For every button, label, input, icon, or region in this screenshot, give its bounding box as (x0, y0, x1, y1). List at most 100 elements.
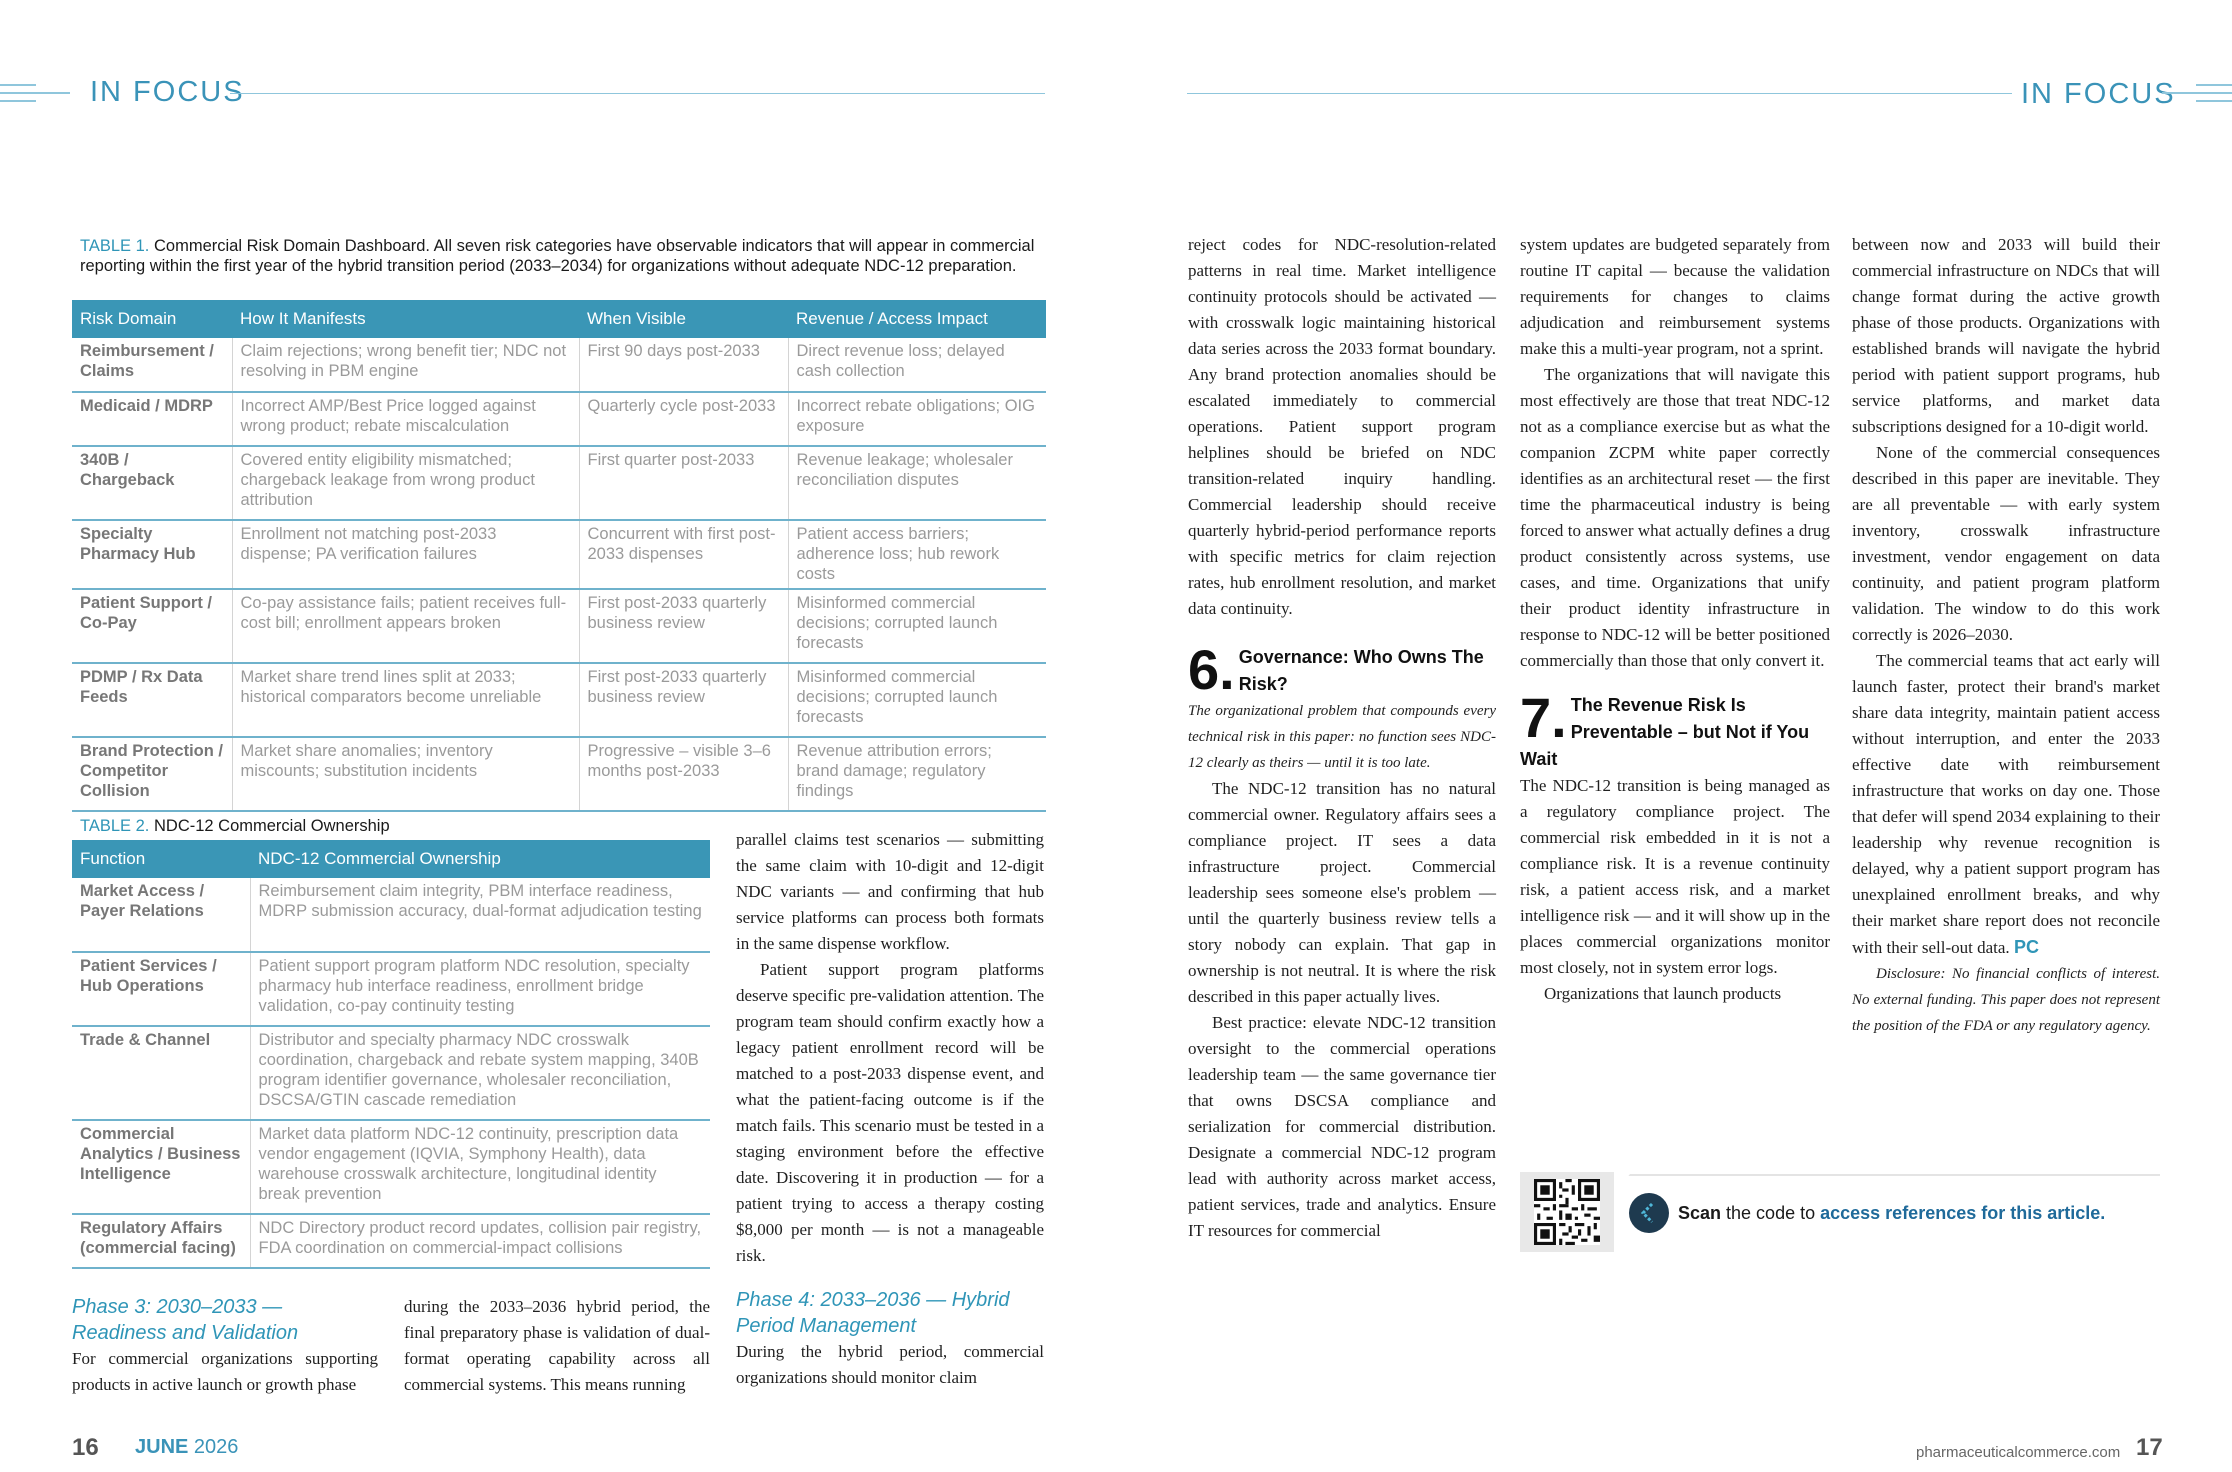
table2-caption-text: NDC-12 Commercial Ownership (154, 817, 390, 835)
table-cell: Incorrect rebate obligations; OIG exposu… (788, 392, 1046, 447)
section-title-left: IN FOCUS (84, 76, 251, 109)
table-cell: Market data platform NDC-12 continuity, … (250, 1120, 710, 1215)
table-header-cell: Revenue / Access Impact (788, 300, 1046, 338)
issue-date: JUNE 2026 (135, 1436, 238, 1459)
section-7-heading: 7. The Revenue Risk Is Preventable – but… (1520, 686, 1830, 773)
table2-label: TABLE 2. (80, 817, 150, 835)
body-paragraph: Organizations that launch products (1544, 984, 1782, 1003)
table-cell: Direct revenue loss; delayed cash collec… (788, 338, 1046, 393)
table-cell: Market share trend lines split at 2033; … (232, 663, 580, 738)
right-column-2: system updates are budgeted separately f… (1520, 232, 1830, 1007)
issue-month: JUNE (135, 1436, 189, 1458)
section-title: Governance: Who Owns The Risk? (1238, 647, 1484, 694)
header-rule (230, 93, 1045, 94)
table1-caption: TABLE 1. Commercial Risk Domain Dashboar… (80, 236, 1040, 276)
table-cell: NDC Directory product record updates, co… (250, 1214, 710, 1269)
body-paragraph: The commercial teams that act early will… (1852, 648, 2160, 961)
header-dash (0, 92, 70, 94)
references-link[interactable]: access references for this article. (1820, 1203, 2106, 1223)
body-paragraph: parallel claims test scenarios — submitt… (736, 830, 1044, 953)
qr-code-icon[interactable] (1534, 1179, 1600, 1245)
left-column-3: parallel claims test scenarios — submitt… (736, 827, 1044, 1391)
section-title-right: IN FOCUS (2015, 78, 2182, 111)
body-paragraph: between now and 2033 will build their co… (1852, 235, 2160, 436)
table-cell: First post-2033 quarterly business revie… (579, 589, 789, 664)
table-cell: Patient support program platform NDC res… (250, 952, 710, 1027)
right-column-1: reject codes for NDC-resolution-related … (1188, 232, 1496, 1244)
left-column-2: during the 2033–2036 hybrid period, the … (404, 1294, 710, 1398)
table1-caption-text: Commercial Risk Domain Dashboard. All se… (80, 237, 1035, 275)
table-cell: First quarter post-2033 (579, 446, 789, 521)
qr-panel-corner (1614, 1174, 1630, 1194)
table-cell: Concurrent with first post-2033 dispense… (579, 520, 789, 590)
table-cell: Progressive – visible 3–6 months post-20… (579, 737, 789, 812)
table-cell: First post-2033 quarterly business revie… (579, 663, 789, 738)
table-header-cell: Risk Domain (72, 300, 232, 338)
table-row: Commercial Analytics / Business Intellig… (72, 1120, 710, 1215)
section-deck: The organizational problem that compound… (1188, 703, 1496, 771)
table-cell: Revenue leakage; wholesaler reconciliati… (788, 446, 1046, 521)
site-url[interactable]: pharmaceuticalcommerce.com (1916, 1444, 2121, 1461)
section-number: 6. (1188, 638, 1235, 701)
table-cell: Claim rejections; wrong benefit tier; ND… (232, 338, 580, 393)
table-cell: Distributor and specialty pharmacy NDC c… (250, 1026, 710, 1121)
body-paragraph: reject codes for NDC-resolution-related … (1188, 235, 1496, 618)
table2-caption: TABLE 2. NDC-12 Commercial Ownership (80, 816, 720, 836)
section-number: 7. (1520, 686, 1567, 749)
body-paragraph: system updates are budgeted separately f… (1520, 235, 1830, 358)
table-cell: PDMP / Rx Data Feeds (72, 663, 233, 738)
table-cell: Brand Protection / Competitor Collision (72, 737, 233, 812)
table-row: 340B / Chargeback Covered entity eligibi… (72, 446, 1046, 521)
table-cell: Patient Services / Hub Operations (72, 952, 251, 1027)
body-paragraph: during the 2033–2036 hybrid period, the … (404, 1297, 710, 1394)
header-dash (2196, 100, 2232, 102)
table-header-cell: Function (72, 840, 250, 878)
phase3-heading-line2: Readiness and Validation (72, 1322, 299, 1344)
table-row: Patient Support / Co-Pay Co-pay assistan… (72, 589, 1046, 664)
table-header-cell: NDC-12 Commercial Ownership (250, 840, 710, 878)
table-header-cell: How It Manifests (232, 300, 579, 338)
table-cell: Patient Support / Co-Pay (72, 589, 233, 664)
body-paragraph: During the hybrid period, commercial org… (736, 1342, 1044, 1387)
phase3-column: Phase 3: 2030–2033 — Readiness and Valid… (72, 1294, 378, 1398)
page-number-left: 16 (72, 1434, 99, 1461)
phase3-heading-line1: Phase 3: 2030–2033 — (72, 1296, 283, 1318)
right-column-3: between now and 2033 will build their co… (1852, 232, 2160, 1039)
table-cell: Quarterly cycle post-2033 (579, 392, 789, 447)
body-paragraph: The NDC-12 transition is being managed a… (1520, 776, 1830, 977)
table-row: Regulatory Affairs (commercial facing) N… (72, 1214, 710, 1269)
body-paragraph: Best practice: elevate NDC-12 transition… (1188, 1013, 1496, 1240)
table-cell: 340B / Chargeback (72, 446, 233, 521)
header-dash (0, 84, 36, 86)
table-cell: Specialty Pharmacy Hub (72, 520, 233, 590)
risk-domain-table: Risk Domain How It Manifests When Visibl… (72, 300, 1046, 812)
table-cell: Trade & Channel (72, 1026, 251, 1121)
table-cell: Patient access barriers; adherence loss;… (788, 520, 1046, 590)
table-cell: Commercial Analytics / Business Intellig… (72, 1120, 251, 1215)
table1-label: TABLE 1. (80, 237, 150, 255)
qr-caption: Scan the code to access references for t… (1678, 1200, 2105, 1226)
table-cell: Enrollment not matching post-2033 dispen… (232, 520, 580, 590)
table-row: Patient Services / Hub Operations Patien… (72, 952, 710, 1027)
table-cell: Revenue attribution errors; brand damage… (788, 737, 1046, 812)
page-number-right: 17 (2136, 1434, 2163, 1461)
table-header-row: Risk Domain How It Manifests When Visibl… (72, 300, 1046, 338)
table-row: Brand Protection / Competitor Collision … (72, 737, 1046, 812)
table-cell: Market Access / Payer Relations (72, 878, 251, 953)
header-dash (2162, 92, 2232, 94)
table-row: Medicaid / MDRP Incorrect AMP/Best Price… (72, 392, 1046, 447)
table-cell: Regulatory Affairs (commercial facing) (72, 1214, 251, 1269)
table-row: Specialty Pharmacy Hub Enrollment not ma… (72, 520, 1046, 590)
issue-year: 2026 (193, 1436, 239, 1458)
header-rule (1187, 93, 2012, 94)
header-dash (2196, 84, 2232, 86)
table-cell: Reimbursement claim integrity, PBM inter… (250, 878, 710, 953)
qr-box-rule (1520, 1174, 2160, 1176)
table-cell: Reimbursement / Claims (72, 338, 233, 393)
table-cell: Incorrect AMP/Best Price logged against … (232, 392, 580, 447)
table-cell: Misinformed commercial decisions; corrup… (788, 589, 1046, 664)
disclosure: Disclosure: No financial conflicts of in… (1852, 966, 2160, 1034)
commercial-ownership-table: Function NDC-12 Commercial Ownership Mar… (72, 840, 710, 1269)
chevron-left-icon (1629, 1193, 1669, 1233)
header-dash (0, 100, 36, 102)
